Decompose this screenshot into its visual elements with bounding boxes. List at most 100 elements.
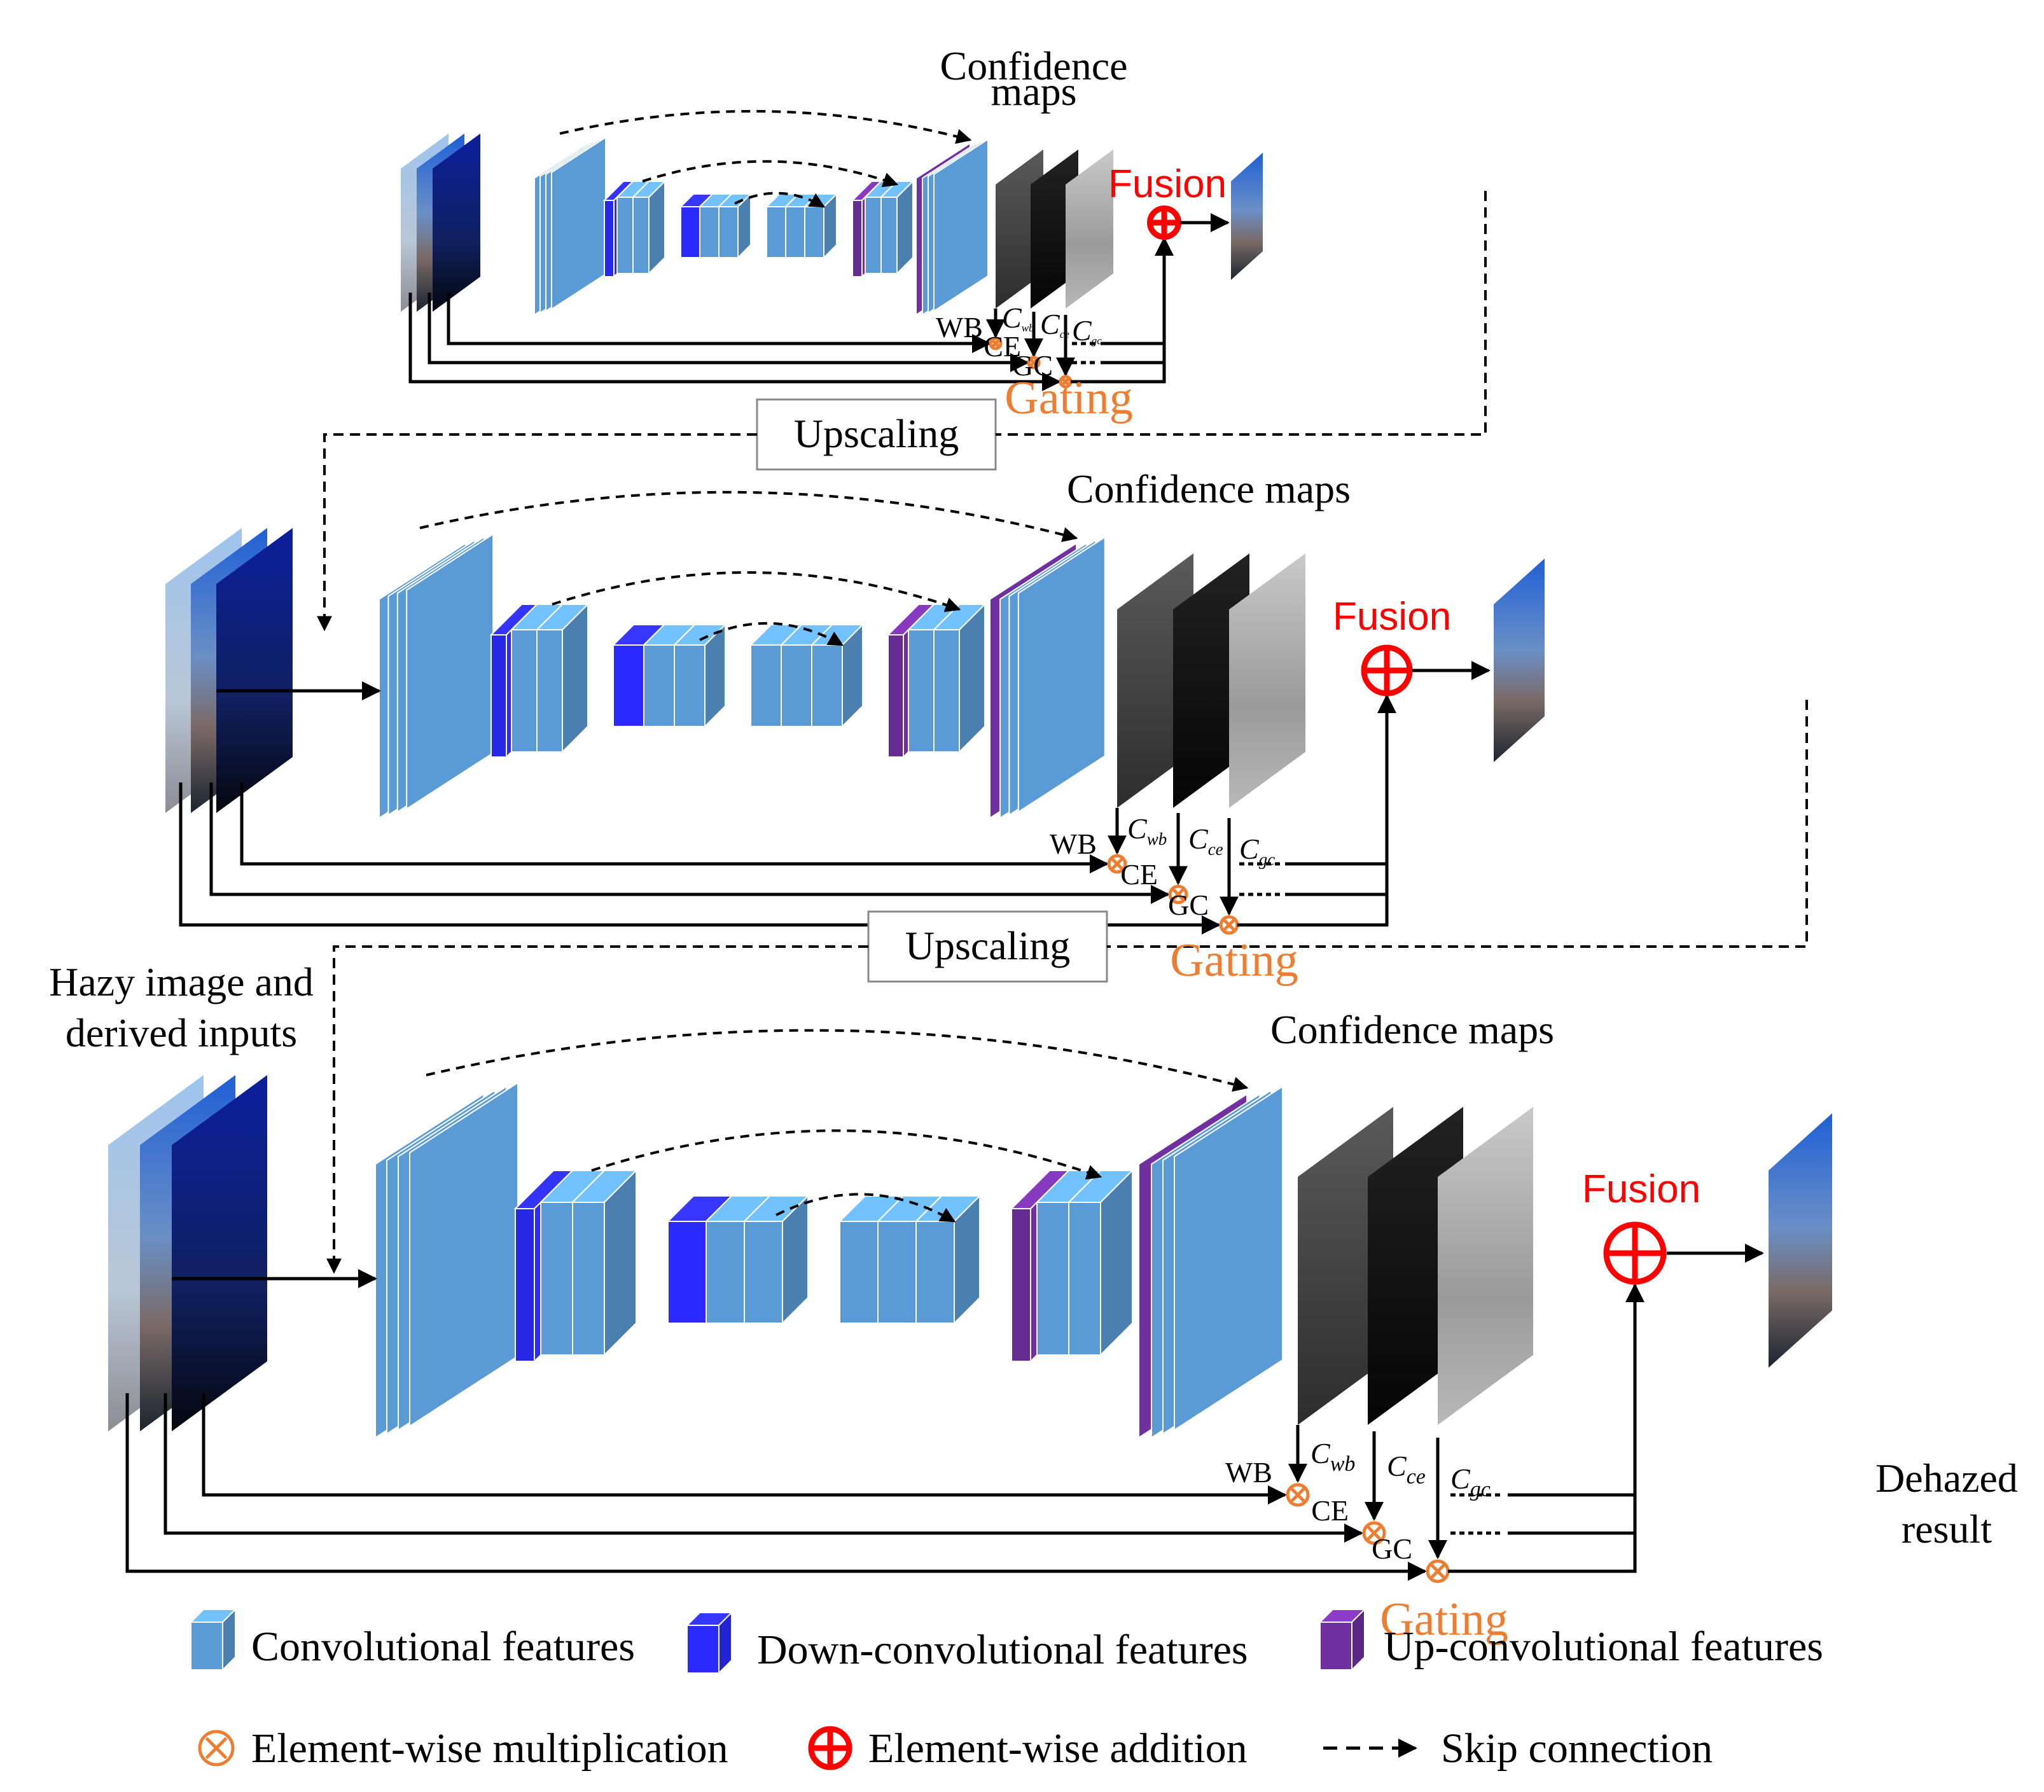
stage1-input-label-gc: GC (1012, 349, 1053, 382)
legend-up-swatch (1318, 1608, 1366, 1672)
legend-down-label: Down-convolutional features (757, 1627, 1248, 1673)
stage1-map-label-gc: Cgc (1072, 314, 1102, 347)
upscaling-label-1: Upscaling (794, 411, 959, 456)
stage2-bottleneck-conv-d-front (781, 644, 812, 727)
stage1-multiply-gc-cross-b (1061, 377, 1070, 386)
input-caption-line-1: Hazy image and (49, 959, 314, 1004)
stage3-bottleneck-conv-b-front (744, 1221, 783, 1324)
stage2-bottleneck-conv-b-front (674, 644, 706, 727)
stage2-input-label-ce: CE (1120, 858, 1158, 891)
upscaling-from-2 (1107, 700, 1808, 948)
stage2-skip-mid (552, 571, 961, 613)
stage1-down-conv-front (604, 200, 615, 277)
stage2-bottleneck-conv-e (810, 623, 865, 728)
stage3-map-label-gc: Cgc (1450, 1462, 1491, 1501)
stage1-bottleneck-conv-a-front (699, 206, 720, 258)
connection-lines-layer (125, 109, 1808, 1770)
upscaling-from-1 (996, 191, 1487, 436)
stage3-input-image-3 (172, 1075, 267, 1431)
stage3-down-conv-front (515, 1208, 535, 1362)
stage1-to-fusion (1071, 237, 1174, 384)
stage1-bottleneck-conv-e (803, 192, 838, 260)
stage3-map-label-wb: Cwb (1311, 1437, 1355, 1476)
feature-blocks-layer (108, 134, 1832, 1675)
legend-conv-label: Convolutional features (251, 1623, 635, 1670)
stage2-confidence-map-3 (1229, 553, 1305, 808)
stage1-input-label-wb: WB (936, 311, 983, 344)
stage1-conv-d (879, 179, 915, 275)
upscaling-to-2 (326, 945, 868, 1274)
stage1-confidence-title-2: maps (991, 69, 1076, 114)
stage1-bottleneck-down-front (680, 206, 700, 258)
stage1-skip-outer (559, 109, 972, 144)
stage3-input-label-gc: GC (1372, 1532, 1412, 1565)
stage2-map-label-ce: Cce (1188, 823, 1223, 859)
legend-add-swatch (808, 1726, 852, 1770)
stage2-to-fusion (1237, 694, 1396, 927)
stage1-multiply-wb (989, 337, 1003, 351)
stage2-bottleneck-down-front (613, 644, 644, 727)
stage3-multiply-gc (1426, 1559, 1450, 1583)
upscaling-box-2 (867, 910, 1108, 983)
stage1-conv-d-front (880, 197, 898, 274)
stage3-confidence-map-3 (1438, 1107, 1533, 1425)
output-caption-line-2: result (1901, 1506, 1992, 1552)
stage3-conv-d-front (1068, 1202, 1101, 1356)
stage3-conv-d-side (1100, 1169, 1133, 1357)
stage3-bottleneck-conv-d-front (877, 1221, 917, 1324)
stage1-skip-inner (734, 191, 826, 208)
stage3-input-line-gc (125, 1393, 1427, 1581)
legend-conv-swatch-front (190, 1622, 223, 1670)
stage3-conv-b-front (572, 1202, 605, 1356)
legend-multiply-swatch (198, 1730, 235, 1767)
stage1-input-line-ce (428, 293, 1029, 372)
stage1-multiply-ce-cross-b (1029, 358, 1038, 367)
stage1-conv-a-front (616, 197, 634, 274)
stage3-skip-outer (426, 1029, 1249, 1092)
stage2-multiply-ce-cross-b (1172, 888, 1185, 901)
stage2-fusion-label: Fusion (1333, 595, 1451, 639)
stage1-output-image (1231, 153, 1263, 280)
stage1-fusion-add (1147, 205, 1181, 240)
stage2-conv-b (535, 602, 590, 754)
stage3-conv-d (1067, 1169, 1134, 1357)
stage2-fusion-add (1361, 644, 1413, 697)
stage1-input-image-3 (433, 134, 480, 312)
stage1-bottleneck-conv-e-front (804, 206, 824, 258)
stage2-skip-outer (419, 490, 1078, 543)
stage1-bottleneck-conv-d-front (785, 206, 805, 258)
stage3-map-label-ce: Cce (1387, 1450, 1426, 1489)
stage2-bottleneck-conv-e-front (811, 644, 843, 727)
stage1-input-line-wb (447, 293, 991, 353)
stage1-bottleneck-conv-b-front (718, 206, 739, 258)
stage2-input-label-wb: WB (1050, 828, 1097, 860)
stage2-map-label-gc: Cgc (1239, 833, 1275, 869)
stage3-multiply-ce (1362, 1521, 1386, 1545)
output-caption-line-1: Dehazed (1875, 1455, 2018, 1501)
stage3-conv-a-front (540, 1202, 573, 1356)
stage1-up-conv-front (852, 200, 863, 277)
stage2-up-conv-front (887, 634, 904, 758)
stage2-input-label-gc: GC (1168, 889, 1209, 921)
stage3-gating-label: Gating (1380, 1594, 1508, 1646)
stage2-output-image (1494, 559, 1545, 762)
upscaling-to-1 (317, 433, 757, 632)
stage3-confidence-title: Confidence maps (1270, 1007, 1554, 1052)
stage2-conv-d-front (933, 629, 960, 753)
stage2-conv-b-front (536, 629, 563, 753)
stage2-conv-b-side (562, 602, 588, 754)
stage1-confidence-title-1: Confidence (940, 43, 1128, 88)
legend-conv-swatch (189, 1608, 237, 1672)
stage3-input-line-wb (202, 1393, 1287, 1504)
stage1-conv-b-side (648, 179, 665, 275)
stage1-bottleneck-conv-b (717, 192, 753, 260)
stage3-multiply-ce-cross-b (1366, 1525, 1382, 1541)
stage2-down-conv-front (490, 634, 507, 758)
stage2-gating-label: Gating (1170, 934, 1298, 987)
stage3-multiply-gc-cross-b (1430, 1564, 1445, 1579)
stage1-gating-label: Gating (1005, 372, 1132, 424)
legend-mult-label: Element-wise multiplication (251, 1725, 728, 1772)
stage3-bottleneck-conv-e (914, 1194, 982, 1325)
legend-up-label: Up-convolutional features (1384, 1623, 1823, 1670)
